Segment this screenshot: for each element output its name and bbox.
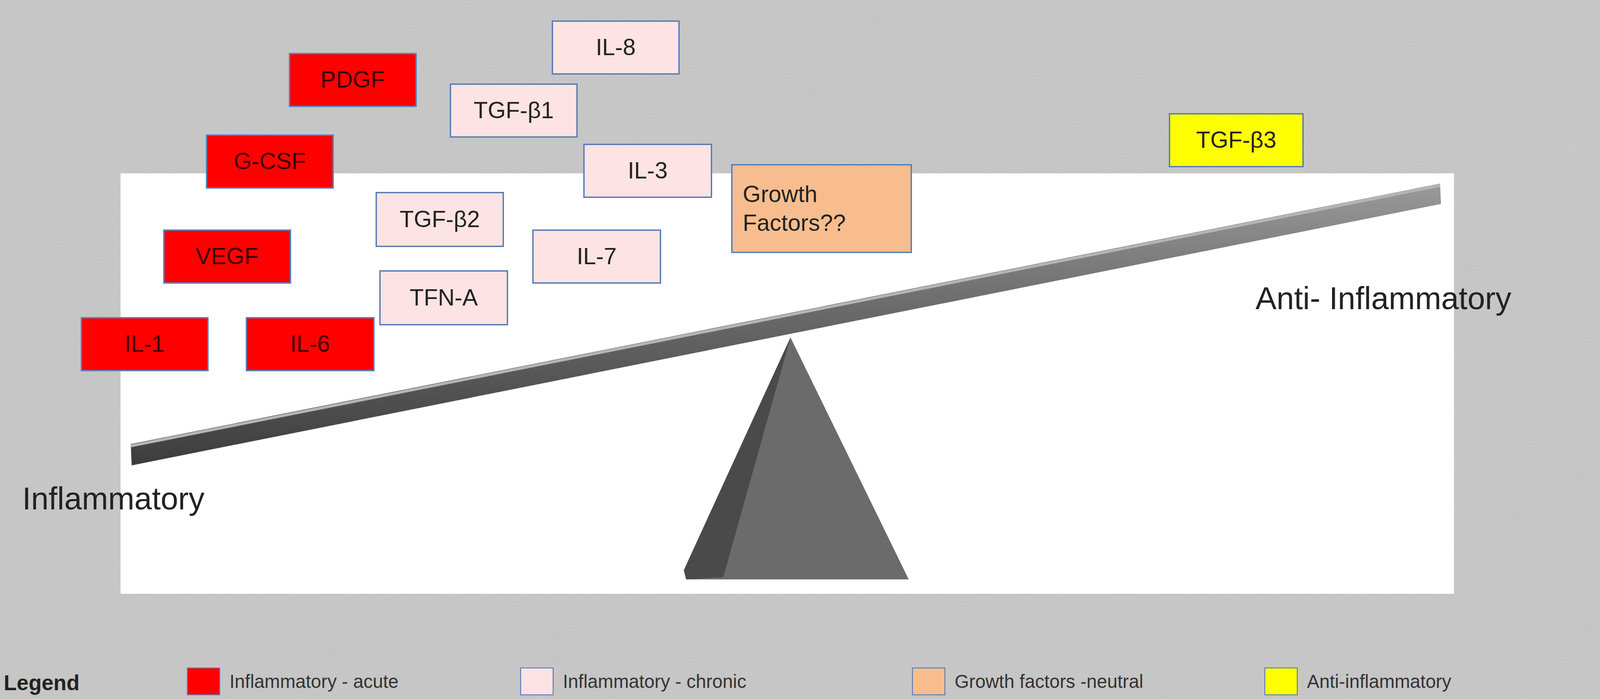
axis-label: Anti- Inflammatory xyxy=(1255,280,1512,317)
cytokine-box: IL-3 xyxy=(583,143,713,198)
cytokine-label: G-CSF xyxy=(233,146,306,177)
axis-label: Inflammatory xyxy=(22,480,205,517)
cytokine-box: TGF-β3 xyxy=(1168,113,1304,168)
cytokine-label: TGF-β3 xyxy=(1196,125,1277,155)
fulcrum-front xyxy=(683,337,909,580)
legend-text: Growth factors -neutral xyxy=(954,671,1144,693)
cytokine-label: IL-8 xyxy=(595,32,636,63)
cytokine-label: IL-3 xyxy=(627,156,668,186)
cytokine-label: IL-1 xyxy=(124,329,165,359)
cytokine-label: Growth Factors?? xyxy=(742,179,882,238)
cytokine-box: IL-1 xyxy=(80,317,209,372)
legend-title: Legend xyxy=(3,670,80,696)
cytokine-box: IL-6 xyxy=(245,317,375,372)
cytokine-label: IL-6 xyxy=(290,329,331,359)
cytokine-label: TGF-β2 xyxy=(399,204,480,235)
cytokine-box: IL-7 xyxy=(532,229,662,284)
cytokine-box: VEGF xyxy=(163,229,292,284)
legend-swatch xyxy=(1264,667,1298,696)
legend-text: Inflammatory - acute xyxy=(229,671,399,693)
cytokine-box: PDGF xyxy=(288,52,417,108)
cytokine-box: IL-8 xyxy=(551,20,680,75)
cytokine-box: Growth Factors?? xyxy=(731,164,912,254)
legend-swatch xyxy=(911,667,946,696)
cytokine-label: VEGF xyxy=(195,242,259,272)
cytokine-box: TFN-A xyxy=(379,270,509,326)
cytokine-box: TGF-β2 xyxy=(375,191,504,248)
fulcrum-side xyxy=(683,337,791,580)
cytokine-box: TGF-β1 xyxy=(449,83,578,138)
cytokine-label: TGF-β1 xyxy=(473,95,554,126)
cytokine-box: G-CSF xyxy=(205,134,334,189)
legend-text: Inflammatory - chronic xyxy=(562,671,747,693)
legend-swatch xyxy=(520,667,554,696)
cytokine-label: IL-7 xyxy=(576,242,617,272)
legend-swatch xyxy=(186,667,221,696)
cytokine-label: TFN-A xyxy=(409,283,478,313)
legend-text: Anti-inflammatory xyxy=(1306,671,1452,693)
cytokine-label: PDGF xyxy=(320,65,386,95)
